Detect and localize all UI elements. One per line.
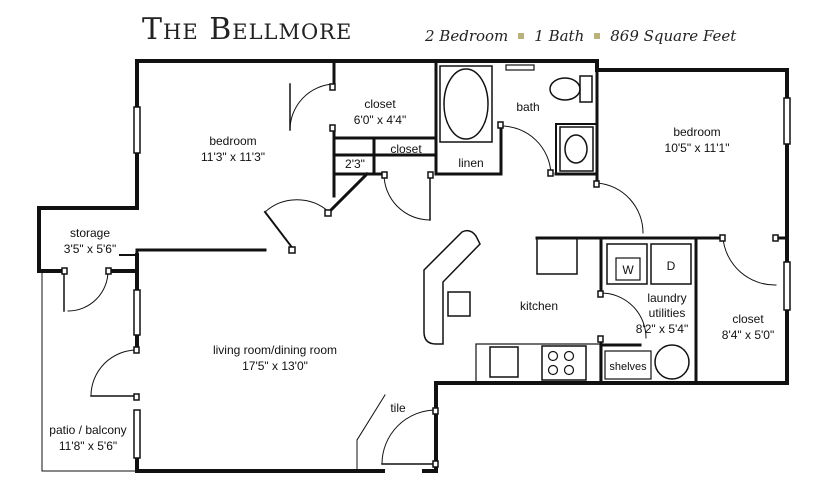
door-swing <box>600 292 647 339</box>
linen-name: linen <box>458 156 483 170</box>
washer-panel <box>615 257 641 281</box>
door-jamb <box>288 246 296 254</box>
door <box>263 210 296 252</box>
closet1-size: 6'0" x 4'4" <box>354 113 406 127</box>
door-swing <box>90 349 138 397</box>
kitchen-counter <box>423 229 481 345</box>
door-jamb <box>329 124 336 132</box>
exterior-wall <box>434 59 789 412</box>
exterior-wall <box>422 408 438 473</box>
living-size: 17'5" x 13'0" <box>242 359 308 373</box>
exterior-wall <box>135 59 438 109</box>
counter-base <box>475 343 601 383</box>
door-jamb <box>381 171 388 179</box>
burner <box>547 364 559 376</box>
door-jamb <box>427 171 434 179</box>
dishwasher <box>489 346 519 378</box>
door-jamb <box>547 169 554 177</box>
storage-name: storage <box>70 226 110 240</box>
burner <box>547 350 559 362</box>
window <box>133 106 141 154</box>
window <box>133 289 141 336</box>
dryer <box>650 243 692 285</box>
door-swing <box>381 409 437 465</box>
window <box>783 261 791 311</box>
bathtub <box>439 65 493 143</box>
bathtub-basin <box>443 68 489 140</box>
closet3-size: 8'4" x 5'0" <box>722 328 774 342</box>
bath-name: bath <box>516 100 539 114</box>
plan-title: The Bellmore <box>142 12 352 47</box>
square-footage: 869 Square Feet <box>610 27 737 45</box>
separator-square-icon <box>594 33 601 39</box>
door-swing <box>264 199 330 213</box>
interior-wall <box>326 171 370 215</box>
tile-name: tile <box>390 401 406 415</box>
bath-sink <box>564 134 588 164</box>
bedroom2-name: bedroom <box>673 125 720 139</box>
window <box>133 409 141 459</box>
plan-title-text: The Bellmore <box>142 12 353 47</box>
closet3-name: closet <box>732 312 764 326</box>
door-jamb <box>597 290 604 298</box>
shelves-label: shelves <box>609 361 647 373</box>
kitchen-name: kitchen <box>520 299 558 313</box>
bedroom-count: 2 Bedroom <box>425 27 509 45</box>
bedroom2-size: 10'5" x 11'1" <box>665 141 730 155</box>
water-heater <box>654 344 690 380</box>
door-jamb <box>719 234 726 242</box>
kitchen-sink <box>447 291 471 317</box>
dryer-label: D <box>667 259 676 273</box>
closet-small-dimension: 2'3" <box>345 157 365 171</box>
door-jamb <box>105 267 112 275</box>
door-jamb <box>432 460 439 468</box>
door-jamb <box>593 180 600 188</box>
closet2-name: closet <box>390 142 422 156</box>
burner <box>563 364 575 376</box>
door-jamb <box>61 267 68 275</box>
window <box>505 64 535 71</box>
stove <box>541 345 587 381</box>
fridge <box>536 237 578 275</box>
door-swing <box>67 270 109 312</box>
toilet-tank <box>579 75 593 103</box>
door-swing <box>289 83 335 131</box>
living-name: living room/dining room <box>213 343 337 357</box>
door-jamb <box>772 234 779 242</box>
bedroom1-size: 11'3" x 11'3" <box>201 150 265 164</box>
closet1-name: closet <box>364 97 396 111</box>
patio-size: 11'8" x 5'6" <box>59 439 117 453</box>
bath-sink-counter <box>559 126 594 172</box>
door-jamb <box>133 346 140 354</box>
door-jamb <box>597 335 604 343</box>
utilities-name: utilities <box>649 306 686 320</box>
door-swing <box>596 182 644 234</box>
door-jamb <box>324 209 332 217</box>
washer <box>606 243 648 285</box>
door-swing <box>383 173 431 221</box>
patio-outline <box>41 270 138 472</box>
tile-boundary <box>356 394 386 441</box>
burner <box>563 350 575 362</box>
door-jamb <box>133 393 140 401</box>
laundry-name: laundry <box>647 291 686 305</box>
bedroom1-name: bedroom <box>209 134 256 148</box>
laundry-size: 8'2" x 5'4" <box>636 322 688 336</box>
window <box>783 97 791 145</box>
shelves <box>604 350 652 380</box>
door-jamb <box>329 83 336 91</box>
door-swing <box>722 237 777 286</box>
door-swing <box>500 125 552 175</box>
door-jamb <box>432 407 439 415</box>
toilet-bowl <box>549 77 581 101</box>
patio-name: patio / balcony <box>49 423 126 437</box>
door-jamb <box>497 121 504 129</box>
storage-size: 3'5" x 5'6" <box>64 242 116 256</box>
plan-subtitle: 2 Bedroom 1 Bath 869 Square Feet <box>425 27 736 45</box>
bath-count: 1 Bath <box>534 27 585 45</box>
separator-square-icon <box>518 33 525 39</box>
washer-label: W <box>622 263 634 277</box>
